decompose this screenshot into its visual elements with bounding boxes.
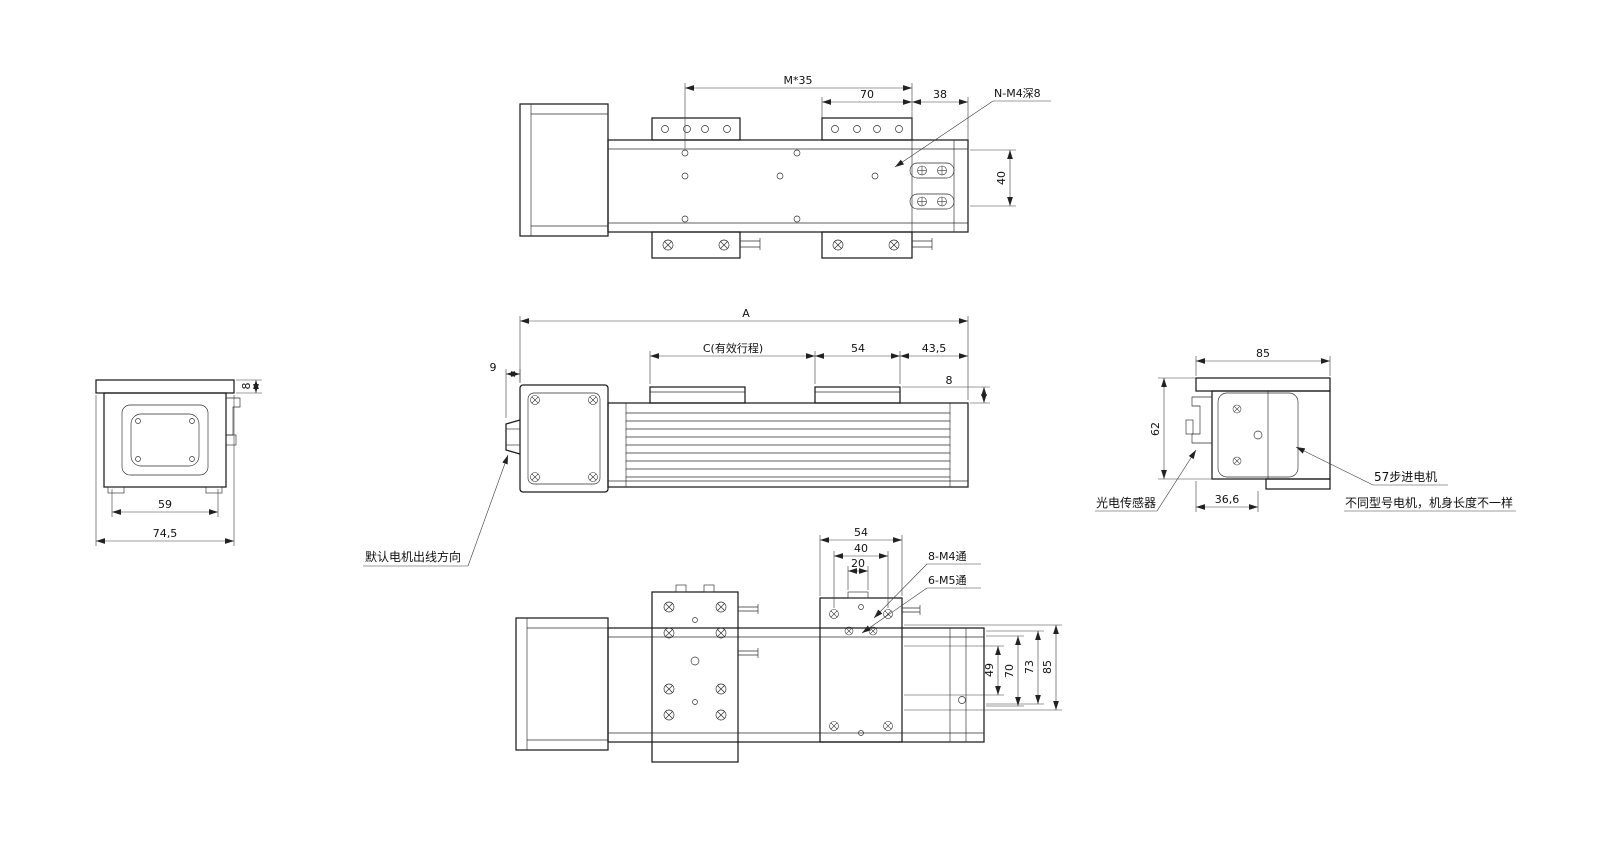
screw-icon bbox=[1232, 456, 1242, 466]
screw-icon bbox=[715, 627, 727, 639]
top-view-end-slots bbox=[909, 162, 955, 210]
side-view: A C(有效行程) 54 43,5 9 8 默认电机出线方向 bbox=[363, 307, 990, 567]
bottom-view-motor bbox=[515, 617, 609, 751]
dim-70: 70 bbox=[860, 88, 874, 101]
dim-40: 40 bbox=[995, 171, 1008, 185]
screw-icon bbox=[937, 165, 947, 176]
dim-74-5: 74,5 bbox=[153, 527, 178, 540]
screw-icon bbox=[829, 609, 839, 619]
screw-icon bbox=[917, 196, 927, 207]
dim-a: A bbox=[742, 307, 750, 320]
label-photo-sensor: 光电传感器 bbox=[1096, 495, 1156, 510]
dim-40-bottom: 40 bbox=[854, 542, 868, 555]
bottom-view-body bbox=[607, 627, 985, 743]
label-n-m4: N-M4深8 bbox=[994, 87, 1041, 100]
screw-icon bbox=[530, 472, 540, 482]
right-end-view-dimensions: 85 62 36,6 光电传感器 57步进电机 不同型号电机，机身长度不一样 bbox=[1095, 347, 1516, 512]
screw-icon bbox=[1232, 404, 1242, 414]
screw-icon bbox=[829, 721, 839, 731]
dim-85-bottom: 85 bbox=[1041, 660, 1054, 674]
screw-icon bbox=[662, 239, 674, 251]
dim-54-bottom: 54 bbox=[854, 526, 868, 539]
dim-43-5: 43,5 bbox=[922, 342, 947, 355]
screw-icon bbox=[663, 709, 675, 721]
screw-icon bbox=[718, 239, 730, 251]
screw-icon bbox=[663, 627, 675, 639]
sensor-bracket bbox=[1191, 396, 1212, 444]
screw-icon bbox=[530, 395, 540, 405]
dim-8-plate: 8 bbox=[240, 383, 253, 390]
bottom-view: 54 40 20 8-M4通 6-M5通 49 70 bbox=[515, 526, 1062, 763]
screw-icon bbox=[588, 472, 598, 482]
screw-icon bbox=[663, 601, 675, 613]
left-end-view-dimensions: 8 59 74,5 bbox=[95, 379, 262, 546]
dim-85-right: 85 bbox=[1256, 347, 1270, 360]
top-view-motor bbox=[519, 103, 609, 237]
dim-59: 59 bbox=[158, 498, 172, 511]
dim-20: 20 bbox=[851, 557, 865, 570]
dim-54-side: 54 bbox=[851, 342, 865, 355]
top-view-mount-tabs-upper bbox=[651, 117, 913, 141]
left-end-view-body bbox=[95, 379, 241, 494]
dim-8-carriage: 8 bbox=[946, 374, 953, 387]
right-end-view-body bbox=[1185, 377, 1331, 490]
top-view-mount-tabs-lower bbox=[651, 231, 933, 259]
left-end-view: 8 59 74,5 bbox=[95, 379, 262, 546]
dim-38: 38 bbox=[933, 88, 947, 101]
dim-62: 62 bbox=[1149, 422, 1162, 436]
screw-icon bbox=[663, 683, 675, 695]
side-view-body bbox=[607, 402, 969, 488]
right-end-view: 85 62 36,6 光电传感器 57步进电机 不同型号电机，机身长度不一样 bbox=[1095, 347, 1516, 512]
screw-icon bbox=[883, 721, 893, 731]
side-view-carriages bbox=[649, 386, 901, 404]
screw-icon bbox=[715, 683, 727, 695]
top-view-body bbox=[607, 139, 969, 233]
bottom-view-left-plate bbox=[651, 584, 759, 763]
dim-m35: M*35 bbox=[784, 74, 813, 87]
screw-icon bbox=[832, 239, 844, 251]
dim-70-bottom: 70 bbox=[1003, 664, 1016, 678]
screw-icon bbox=[888, 239, 900, 251]
bottom-view-right-plate bbox=[819, 591, 921, 743]
bottom-view-dimensions: 54 40 20 8-M4通 6-M5通 49 70 bbox=[819, 526, 1062, 711]
screw-icon bbox=[715, 601, 727, 613]
dim-73: 73 bbox=[1023, 660, 1036, 674]
dim-9: 9 bbox=[490, 361, 497, 374]
dim-36-6: 36,6 bbox=[1215, 493, 1240, 506]
label-motor-exit-direction: 默认电机出线方向 bbox=[365, 549, 461, 564]
note-motor-length: 不同型号电机，机身长度不一样 bbox=[1345, 495, 1513, 510]
side-view-motor bbox=[505, 384, 609, 493]
dim-c-stroke: C(有效行程) bbox=[703, 341, 763, 355]
label-6-m5-through: 6-M5通 bbox=[928, 574, 966, 587]
dim-49: 49 bbox=[983, 663, 996, 677]
label-8-m4-through: 8-M4通 bbox=[928, 550, 966, 563]
side-view-dimensions: A C(有效行程) 54 43,5 9 8 默认电机出线方向 bbox=[363, 307, 990, 567]
screw-icon bbox=[917, 165, 927, 176]
screw-icon bbox=[937, 196, 947, 207]
top-view: M*35 70 38 N-M4深8 40 bbox=[519, 74, 1051, 259]
screw-icon bbox=[715, 709, 727, 721]
screw-icon bbox=[588, 395, 598, 405]
label-stepper-motor: 57步进电机 bbox=[1374, 470, 1437, 484]
top-view-dimensions: M*35 70 38 N-M4深8 40 bbox=[684, 74, 1051, 207]
